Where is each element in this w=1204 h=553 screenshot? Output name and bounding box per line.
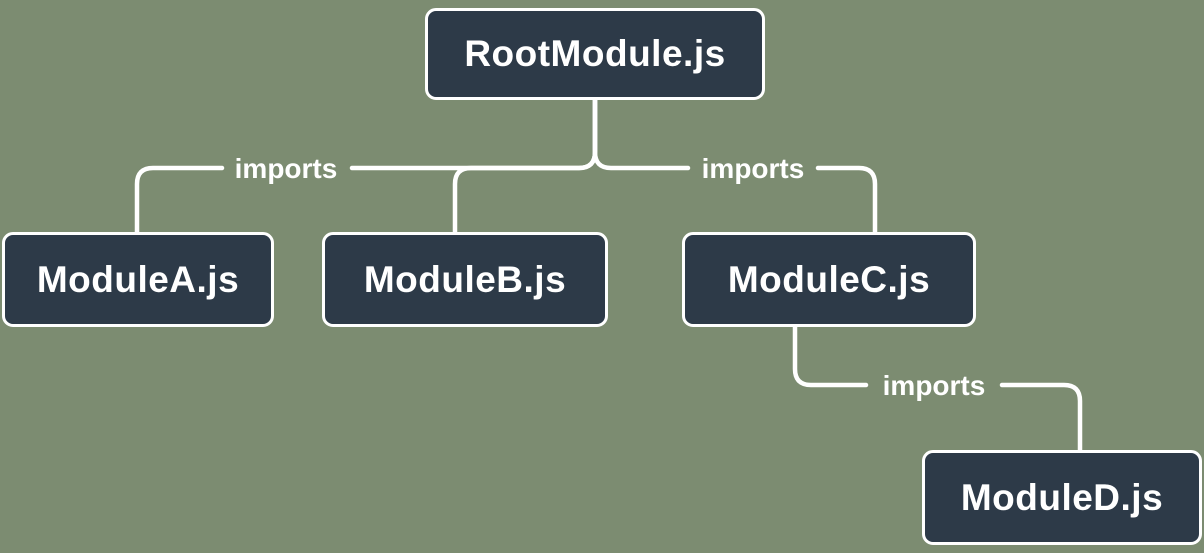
edge-root-to-moduleb: [452, 97, 598, 235]
node-rootmodule-label: RootModule.js: [464, 33, 726, 74]
node-moduled: ModuleD.js: [922, 450, 1202, 545]
edge-label-imports-modulec-moduled: imports: [882, 370, 986, 401]
edge-modulec-to-moduled-segment-2: [999, 382, 1083, 453]
edge-modulec-to-moduled-segment-1: [792, 324, 869, 388]
node-modulec-label: ModuleC.js: [727, 258, 931, 300]
node-moduleb: ModuleB.js: [322, 232, 608, 327]
edge-label-imports-root-modulec: imports: [701, 153, 805, 184]
edge-root-to-moduleb-segment-1: [452, 97, 598, 235]
node-modulea: ModuleA.js: [2, 232, 274, 327]
node-rootmodule: RootModule.js: [425, 8, 765, 100]
edge-root-to-modulea-segment-1: [349, 97, 598, 171]
node-modulea-label: ModuleA.js: [36, 258, 240, 300]
node-moduleb-label: ModuleB.js: [363, 258, 567, 300]
edge-label-imports-root-modulea: imports: [234, 153, 338, 184]
node-moduled-label: ModuleD.js: [960, 476, 1164, 518]
node-modulec: ModuleC.js: [682, 232, 976, 327]
edge-root-to-modulec-segment-1: [592, 97, 691, 171]
edge-root-to-modulea: [134, 97, 598, 235]
edge-root-to-modulea-segment-2: [134, 165, 225, 235]
edge-root-to-modulec-segment-2: [815, 165, 878, 235]
